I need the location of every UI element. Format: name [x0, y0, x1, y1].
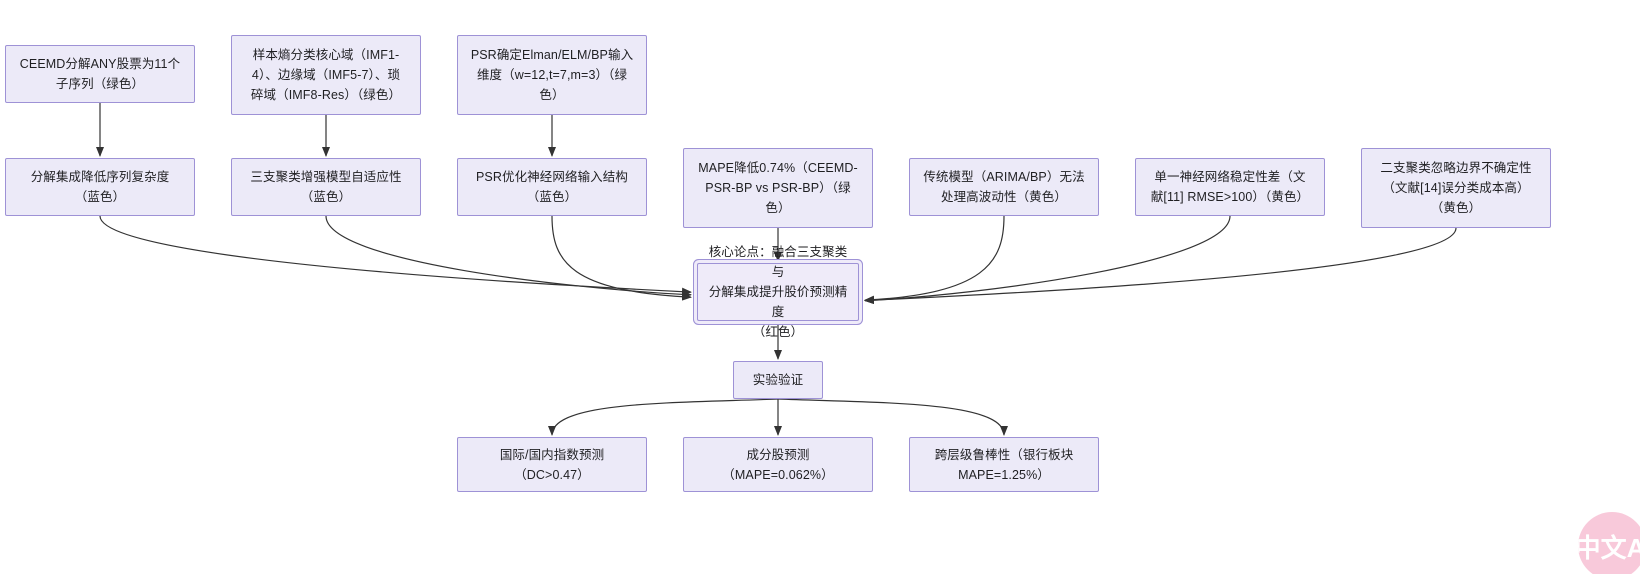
node-label: 跨层级鲁棒性（银行板块 MAPE=1.25%） [934, 447, 1074, 482]
node-label: 二支聚类忽略边界不确定性 （文献[14]误分类成本高） （黄色） [1380, 161, 1532, 215]
edge-two-way-to-core [864, 227, 1457, 305]
watermark-label: 中文A [1578, 533, 1640, 563]
node-label: 单一神经网络稳定性差（文 献[11] RMSE>100）（黄色） [1150, 170, 1310, 204]
constituent-stock-forecast-result-node[interactable]: 成分股预测 （MAPE=0.062%） [683, 437, 873, 492]
ceemd-decompose-node[interactable]: CEEMD分解ANY股票为11个 子序列（绿色） [5, 45, 195, 103]
edge-optimize-to-core [551, 215, 692, 301]
sample-entropy-node[interactable]: 样本熵分类核心域（IMF1- 4）、边缘域（IMF5-7）、琐 碎域（IMF8-… [231, 35, 421, 115]
single-network-instability-node[interactable]: 单一神经网络稳定性差（文 献[11] RMSE>100）（黄色） [1135, 158, 1325, 216]
index-forecast-result-node[interactable]: 国际/国内指数预测 （DC>0.47） [457, 437, 647, 492]
mape-reduction-node[interactable]: MAPE降低0.74%（CEEMD- PSR-BP vs PSR-BP）（绿 色… [683, 148, 873, 228]
edge-single-network-to-core [864, 215, 1231, 305]
psr-input-dimension-node[interactable]: PSR确定Elman/ELM/BP输入 维度（w=12,t=7,m=3）（绿 色… [457, 35, 647, 115]
edge-complexity-to-core [99, 215, 692, 296]
node-label: 核心论点：融合三支聚类与 分解集成提升股价预测精度 （红色） [708, 245, 848, 339]
node-label: 样本熵分类核心域（IMF1- 4）、边缘域（IMF5-7）、琐 碎域（IMF8-… [250, 48, 402, 102]
node-label: 国际/国内指数预测 （DC>0.47） [499, 447, 605, 482]
traditional-model-limitation-node[interactable]: 传统模型（ARIMA/BP）无法 处理高波动性（黄色） [909, 158, 1099, 216]
node-label: 实验验证 [752, 373, 804, 387]
edge-experiment-to-index [548, 398, 779, 436]
core-thesis-node[interactable]: 核心论点：融合三支聚类与 分解集成提升股价预测精度 （红色） [697, 245, 859, 339]
node-label: PSR确定Elman/ELM/BP输入 维度（w=12,t=7,m=3）（绿 色… [470, 48, 634, 102]
three-way-clustering-adaptive-node[interactable]: 三支聚类增强模型自适应性 （蓝色） [231, 158, 421, 216]
edge-experiment-to-robustness [777, 398, 1008, 436]
edge-traditional-to-core [864, 215, 1005, 304]
two-way-clustering-boundary-node[interactable]: 二支聚类忽略边界不确定性 （文献[14]误分类成本高） （黄色） [1361, 148, 1551, 228]
experiment-validation-node[interactable]: 实验验证 [733, 361, 823, 399]
node-label: PSR优化神经网络输入结构 （蓝色） [475, 170, 628, 204]
decompose-complexity-node[interactable]: 分解集成降低序列复杂度 （蓝色） [5, 158, 195, 216]
node-label: CEEMD分解ANY股票为11个 子序列（绿色） [19, 57, 181, 91]
node-label: 传统模型（ARIMA/BP）无法 处理高波动性（黄色） [923, 170, 1085, 204]
node-label: 成分股预测 （MAPE=0.062%） [722, 447, 834, 482]
node-label: 分解集成降低序列复杂度 （蓝色） [30, 170, 170, 204]
node-label: 三支聚类增强模型自适应性 （蓝色） [250, 170, 402, 204]
node-label: MAPE降低0.74%（CEEMD- PSR-BP vs PSR-BP）（绿 色… [698, 161, 858, 215]
watermark-badge: 中文A [1578, 512, 1640, 574]
psr-optimize-network-node[interactable]: PSR优化神经网络输入结构 （蓝色） [457, 158, 647, 216]
cross-level-robustness-result-node[interactable]: 跨层级鲁棒性（银行板块 MAPE=1.25%） [909, 437, 1099, 492]
edge-adaptive-to-core [325, 215, 692, 299]
